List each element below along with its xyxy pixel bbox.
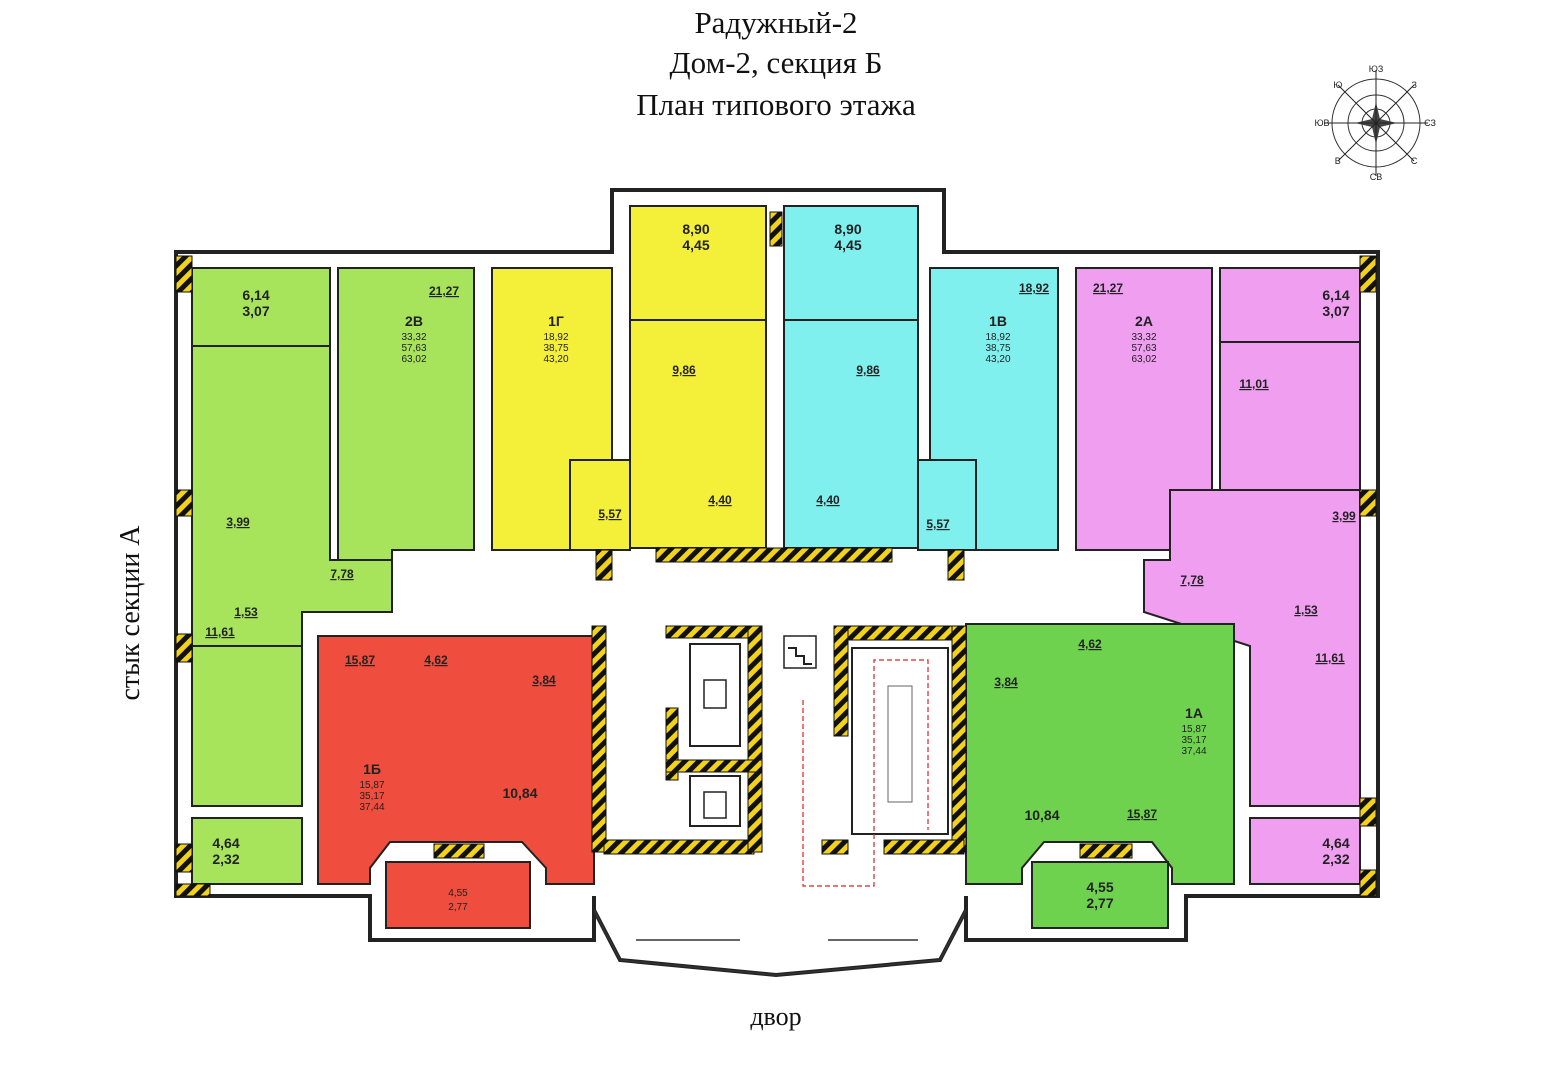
room-area-1a-kitchen: 10,84 bbox=[1024, 807, 1059, 823]
room-area-1v-hall: 5,57 bbox=[926, 517, 950, 531]
building-walls bbox=[174, 188, 1380, 978]
core-walls bbox=[175, 211, 1377, 897]
room-area-2v-balcony: 6,14 bbox=[242, 287, 269, 303]
apartment-1g-area: 18,92 bbox=[543, 332, 568, 343]
title-plan: План типового этажа bbox=[636, 87, 916, 122]
room-area-1v-kitchen: 9,86 bbox=[856, 363, 880, 377]
apartment-1v-area: 18,92 bbox=[985, 332, 1010, 343]
room-area-1a-balcony: 2,77 bbox=[1086, 895, 1113, 911]
room-area-2a-loggia: 4,64 bbox=[1322, 835, 1349, 851]
apartment-2v-area: 33,32 bbox=[401, 332, 426, 343]
apartment-1g-area: 38,75 bbox=[543, 343, 568, 354]
room-area-1g-bath: 4,40 bbox=[708, 493, 732, 507]
compass-direction-label: ЮЗ bbox=[1369, 64, 1384, 74]
room-area-1b-bath: 3,84 bbox=[532, 673, 556, 687]
room-area-1a-hall: 4,62 bbox=[1078, 637, 1102, 651]
room-area-1g-hall: 5,57 bbox=[598, 507, 622, 521]
compass-direction-label: СВ bbox=[1370, 172, 1383, 182]
room-area-2v-loggia: 2,32 bbox=[212, 851, 239, 867]
apartment-1b-name: 1Б bbox=[363, 761, 381, 777]
apartment-1g-name: 1Г bbox=[548, 313, 564, 329]
apartment-1b-area: 37,44 bbox=[359, 802, 384, 813]
room-area-1a-bath: 3,84 bbox=[994, 675, 1018, 689]
apartment-1b-area: 35,17 bbox=[359, 791, 384, 802]
apartment-1g[interactable] bbox=[491, 205, 767, 551]
room-area-1g-loggia: 4,45 bbox=[682, 237, 709, 253]
apartment-1v-name: 1В bbox=[989, 313, 1007, 329]
room-area-2a-balcony: 3,07 bbox=[1322, 303, 1349, 319]
room-area-1b-living: 15,87 bbox=[345, 653, 375, 667]
compass-direction-label: Ю bbox=[1333, 80, 1342, 90]
lift-icon bbox=[703, 679, 727, 819]
apartment-2a-area: 33,32 bbox=[1131, 332, 1156, 343]
room-area-2v-bedroom: 11,61 bbox=[205, 625, 235, 639]
compass-direction-label: СЗ bbox=[1424, 118, 1436, 128]
apartment-2v-area: 63,02 bbox=[401, 354, 426, 365]
room-area-1a-living: 15,87 bbox=[1127, 807, 1157, 821]
apartment-2a-area: 63,02 bbox=[1131, 354, 1156, 365]
apartment-1a[interactable] bbox=[965, 623, 1235, 929]
room-area-1a-balcony: 4,55 bbox=[1086, 879, 1113, 895]
room-area-2v-balcony: 3,07 bbox=[242, 303, 269, 319]
room-area-2v-wc: 1,53 bbox=[234, 605, 258, 619]
staircase bbox=[887, 685, 913, 803]
room-area-1g-kitchen: 9,86 bbox=[672, 363, 696, 377]
bottom-label: двор bbox=[750, 1002, 802, 1031]
apartment-2a[interactable] bbox=[1075, 267, 1361, 885]
apartment-2v-area: 57,63 bbox=[401, 343, 426, 354]
room-area-2v-hall: 7,78 bbox=[330, 567, 354, 581]
room-area-2a-balcony: 6,14 bbox=[1322, 287, 1349, 303]
apartment-1v-area: 43,20 bbox=[985, 354, 1010, 365]
room-area-1v-loggia: 4,45 bbox=[834, 237, 861, 253]
room-area-2v-living: 21,27 bbox=[429, 284, 459, 298]
compass-direction-label: С bbox=[1411, 156, 1418, 166]
compass-rose-icon: ЮЗ З СЗ С СВ В ЮВ Ю bbox=[1314, 64, 1436, 182]
room-area-2a-bath: 3,99 bbox=[1332, 509, 1356, 523]
room-area-2a-bedroom: 11,61 bbox=[1315, 651, 1345, 665]
apartment-1b-area: 15,87 bbox=[359, 780, 384, 791]
room-area-2a-living: 21,27 bbox=[1093, 281, 1123, 295]
room-area-1b-balcony: 4,55 bbox=[448, 888, 468, 899]
apartment-1a-area: 35,17 bbox=[1181, 735, 1206, 746]
room-area-1b-hall: 4,62 bbox=[424, 653, 448, 667]
apartment-2a-name: 2А bbox=[1135, 313, 1153, 329]
apartment-1b[interactable] bbox=[317, 635, 595, 929]
apartment-1a-name: 1А bbox=[1185, 705, 1203, 721]
room-area-2a-wc: 1,53 bbox=[1294, 603, 1318, 617]
room-area-1g-loggia: 8,90 bbox=[682, 221, 709, 237]
apartment-2v-name: 2В bbox=[405, 313, 423, 329]
apartment-1v[interactable] bbox=[783, 205, 1059, 551]
apartment-2v[interactable] bbox=[191, 267, 475, 885]
room-area-1v-living: 18,92 bbox=[1019, 281, 1049, 295]
apartment-1g-area: 43,20 bbox=[543, 354, 568, 365]
room-area-1v-bath: 4,40 bbox=[816, 493, 840, 507]
room-area-1v-loggia: 8,90 bbox=[834, 221, 861, 237]
room-area-2a-kitchen: 11,01 bbox=[1239, 377, 1269, 391]
entrance-bay bbox=[593, 909, 967, 976]
room-area-1b-kitchen: 10,84 bbox=[502, 785, 537, 801]
evacuation-path bbox=[802, 659, 929, 887]
room-area-2a-loggia: 2,32 bbox=[1322, 851, 1349, 867]
compass-direction-label: ЮВ bbox=[1314, 118, 1329, 128]
apartment-1a-area: 37,44 bbox=[1181, 746, 1206, 757]
apartment-2a-area: 57,63 bbox=[1131, 343, 1156, 354]
compass-direction-label: З bbox=[1411, 80, 1416, 90]
stairs-icon bbox=[783, 635, 817, 669]
room-area-2v-bath: 3,99 bbox=[226, 515, 250, 529]
title-complex: Радужный-2 bbox=[694, 5, 858, 40]
room-area-2a-hall: 7,78 bbox=[1180, 573, 1204, 587]
room-area-2v-loggia: 4,64 bbox=[212, 835, 239, 851]
apartment-1v-area: 38,75 bbox=[985, 343, 1010, 354]
compass-direction-label: В bbox=[1335, 156, 1341, 166]
apartment-1a-area: 15,87 bbox=[1181, 724, 1206, 735]
room-area-1b-balcony: 2,77 bbox=[448, 902, 468, 913]
title-house-section: Дом-2, секция Б bbox=[669, 45, 883, 80]
